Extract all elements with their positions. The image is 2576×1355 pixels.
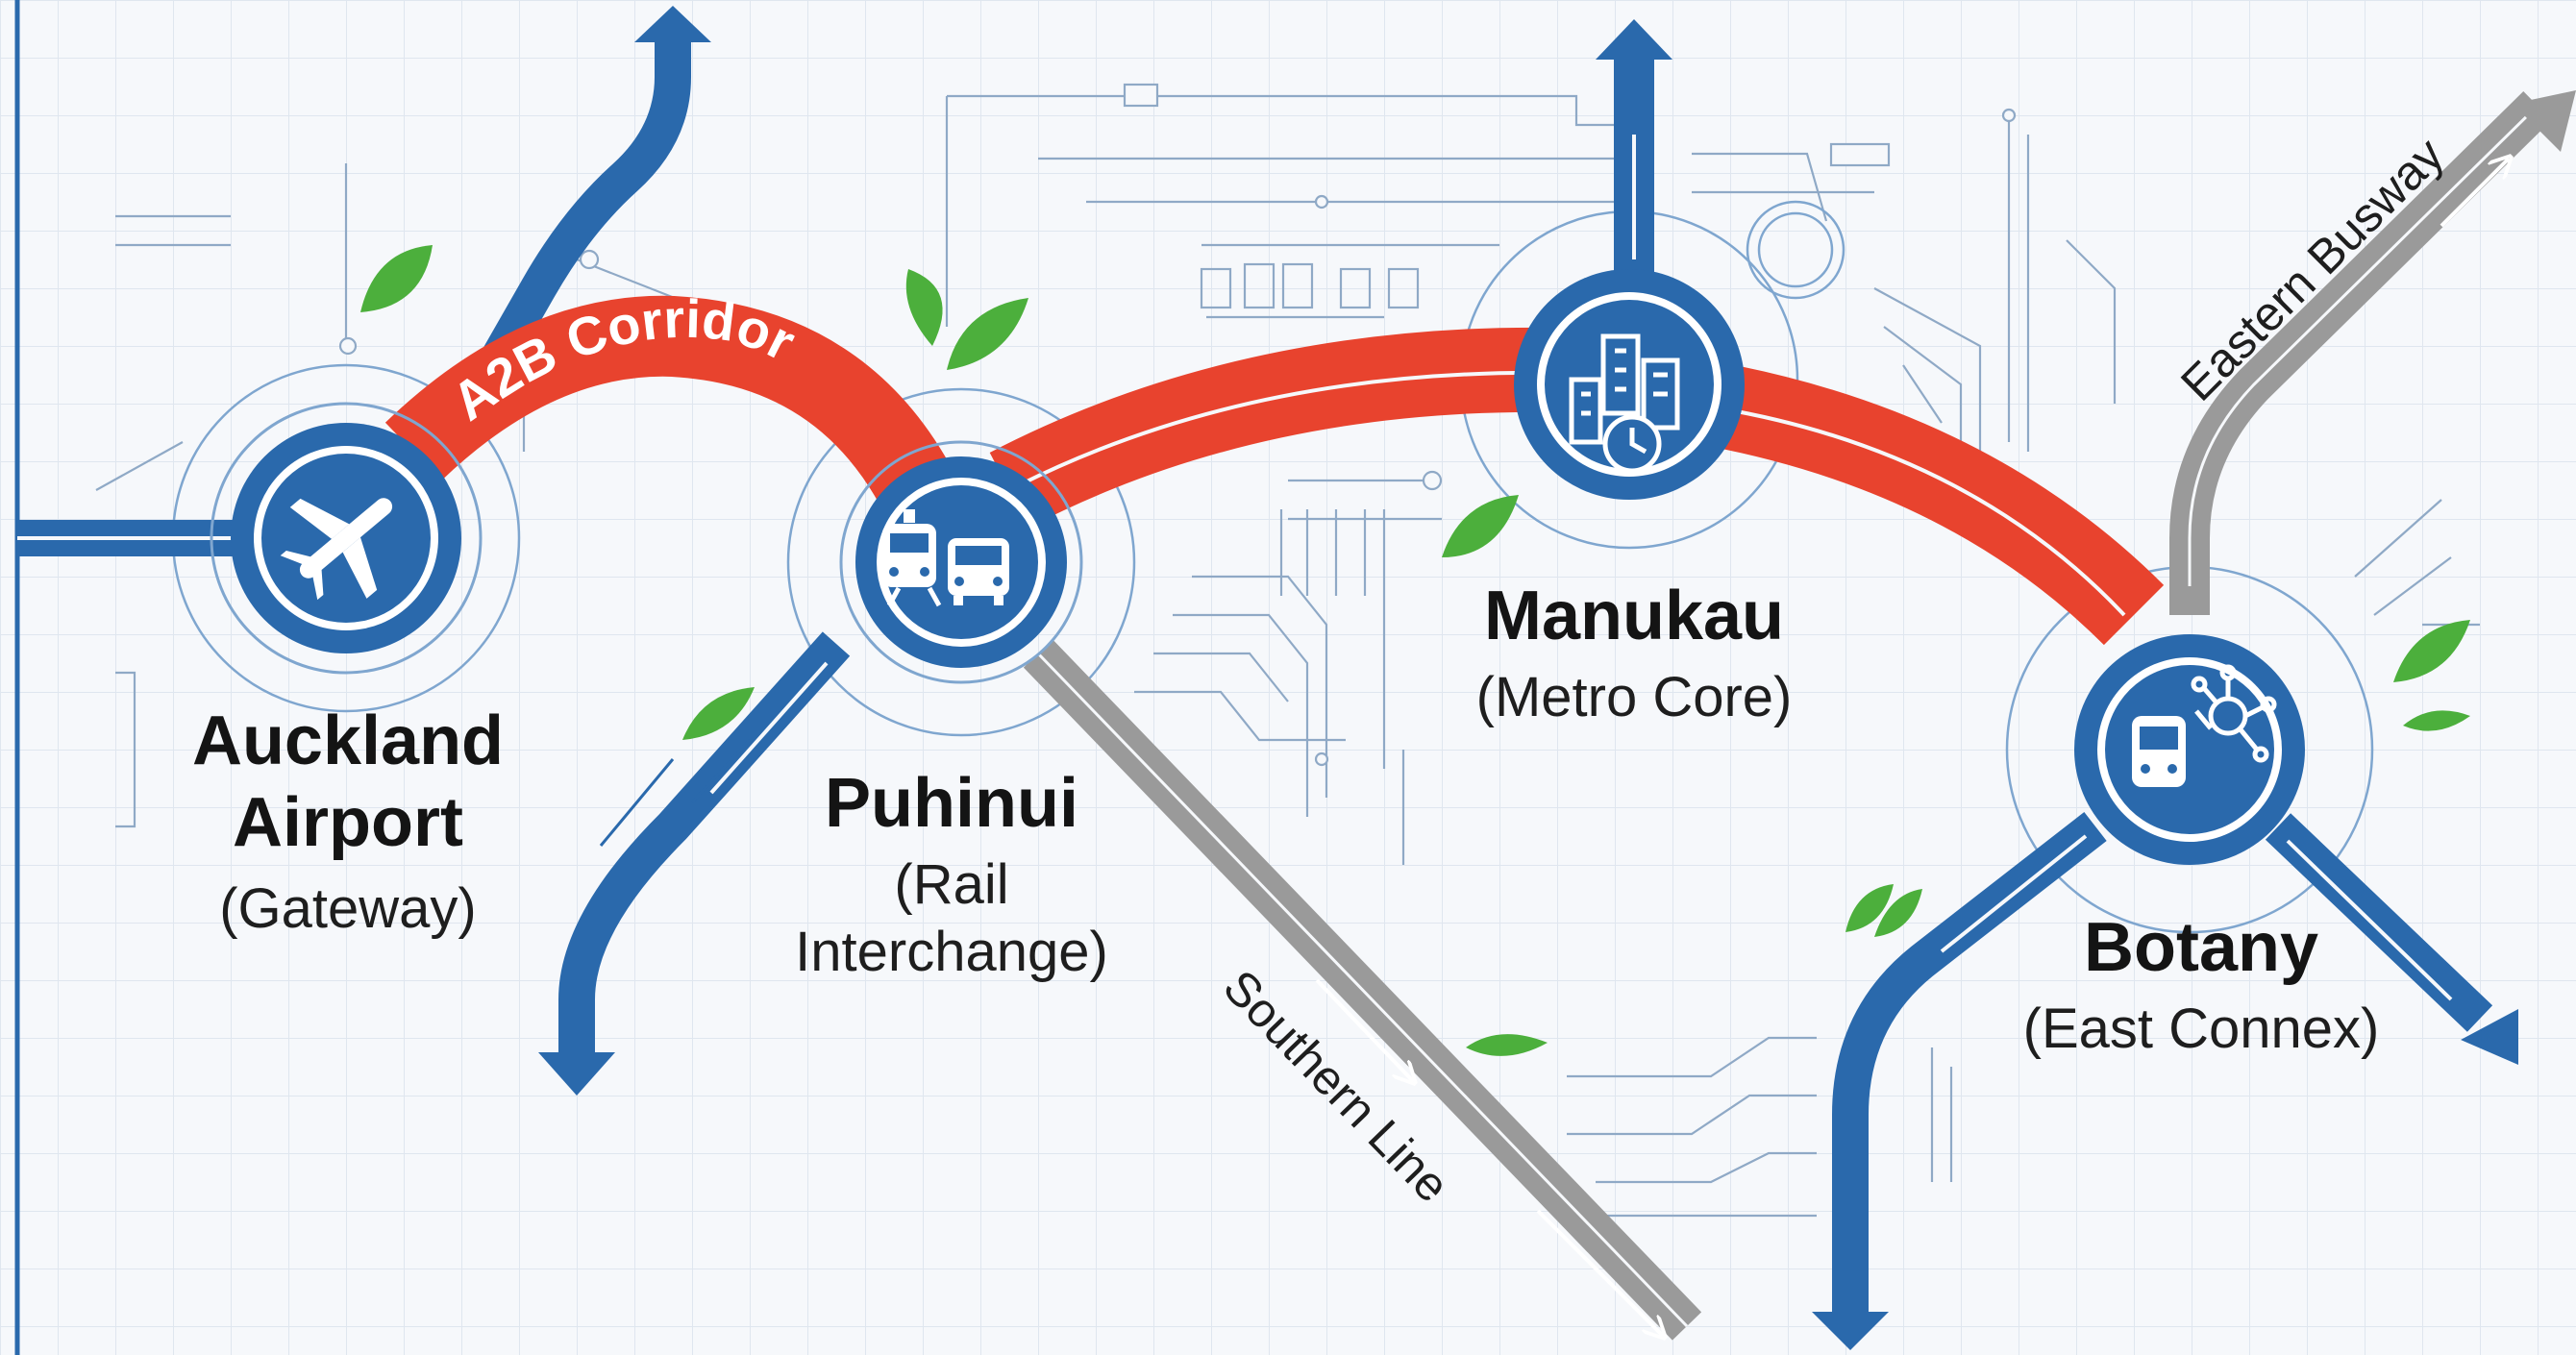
station-label-auckland-airport: Auckland Airport (Gateway) [192,702,504,940]
station-title-line-2: Airport [233,784,463,861]
station-puhinui-node[interactable] [839,440,1083,684]
eastern-busway-route [2169,90,2576,615]
station-subtitle-line-1: (Metro Core) [1476,666,1793,728]
station-subtitle-line-1: (Gateway) [219,877,477,940]
leaf-decorations [360,245,2470,1056]
station-label-manukau: Manukau (Metro Core) [1476,578,1793,728]
station-label-botany: Botany (East Connex) [2023,909,2380,1060]
train-bus-icon [882,509,1009,607]
station-subtitle-line-2: Interchange) [795,921,1108,983]
station-title-line-1: Botany [2084,909,2318,986]
station-auckland-airport-node[interactable] [210,402,483,675]
station-manukau-node[interactable] [1514,269,1745,500]
station-title-line-1: Puhinui [825,765,1078,842]
blue-feeder-routes [17,6,2518,1350]
city-clock-icon [1569,333,1680,474]
station-label-puhinui: Puhinui (Rail Interchange) [795,765,1108,983]
station-subtitle-line-1: (East Connex) [2023,998,2380,1060]
station-title-line-1: Auckland [192,702,504,779]
station-subtitle-line-1: (Rail [894,853,1008,916]
southern-line-route [1023,639,1702,1336]
station-title-line-1: Manukau [1484,578,1784,654]
station-botany-node[interactable] [2074,634,2305,865]
a2b-corridor-band [384,295,2165,646]
bus-network-icon [2132,664,2277,787]
airplane-icon [280,498,393,601]
